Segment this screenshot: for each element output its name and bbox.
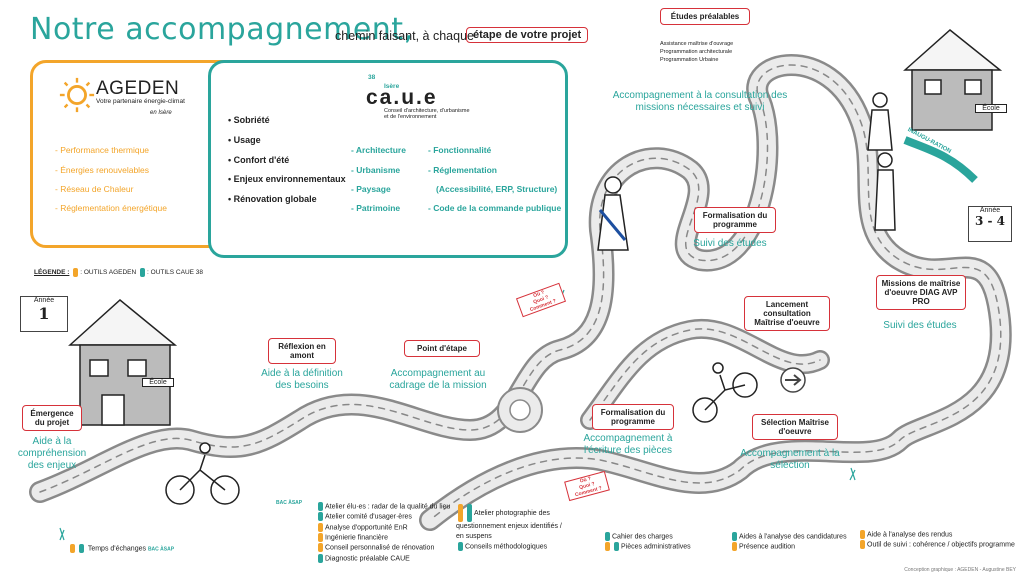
step-etudes-item: Programmation architecturale bbox=[660, 49, 733, 55]
step-missions-desc: Suivi des études bbox=[883, 320, 957, 331]
ageden-dot-icon bbox=[73, 268, 79, 277]
etape-label: étape de votre projet bbox=[466, 27, 589, 43]
step-selection-desc: Accompagnement à la sélection bbox=[740, 448, 840, 471]
tool-item: Présence audition bbox=[730, 542, 847, 552]
step-point-desc: Accompagnement au cadrage de la mission bbox=[389, 368, 487, 391]
credit: Conception graphique : AGEDEN - Augustin… bbox=[904, 567, 1016, 573]
tools-group-3: Cahier des charges Pièces administrative… bbox=[603, 532, 691, 553]
annee-34-badge: Année 3 - 4 bbox=[968, 206, 1012, 242]
legend-ageden: : OUTILS AGEDEN bbox=[80, 269, 137, 277]
tools-group-5: Aide à l'analyse des rendus Outil de sui… bbox=[858, 530, 1015, 551]
bac-asap-logo: BAC ÀSAP bbox=[276, 500, 303, 506]
caue-subtitle: Conseil d'architecture, d'urbanisme et d… bbox=[384, 108, 470, 120]
caue-logo-text: ca.u.e bbox=[366, 86, 438, 109]
step-etudes-item: Programmation Urbaine bbox=[660, 57, 719, 63]
ageden-dot-icon bbox=[70, 544, 75, 553]
step-reflexion-desc: Aide à la définition des besoins bbox=[261, 368, 343, 391]
ageden-sun-logo-icon bbox=[59, 77, 95, 113]
ecole-label-right: École bbox=[975, 104, 1007, 113]
inauguration-banner-icon bbox=[903, 136, 978, 183]
legend-caue: : OUTILS CAUE 38 bbox=[147, 269, 204, 277]
step-etudes-desc: Accompagnement à la consultation des mis… bbox=[612, 90, 788, 113]
common-item: Enjeux environnementaux bbox=[228, 174, 346, 184]
tools-group-4: Aides à l'analyse des candidatures Prése… bbox=[730, 532, 847, 553]
page-title: Notre accompagnement, bbox=[30, 12, 414, 47]
caue-dot-icon bbox=[79, 544, 84, 553]
caue-col1-item: Patrimoine bbox=[351, 203, 400, 213]
arrow-sign-icon bbox=[780, 367, 806, 393]
tool-item: Aide à l'analyse des rendus bbox=[858, 530, 1015, 540]
legend: LÉGENDE : : OUTILS AGEDEN : OUTILS CAUE … bbox=[34, 268, 203, 277]
caue-col2-item: Réglementation bbox=[428, 165, 497, 175]
caue-col2-item: (Accessibilité, ERP, Structure) bbox=[436, 184, 558, 194]
cyclist-1-icon bbox=[165, 442, 240, 505]
common-item: Usage bbox=[228, 135, 261, 145]
step-emergence-desc: Aide à la compréhension des enjeux bbox=[17, 436, 87, 471]
ageden-item: Énergies renouvelables bbox=[55, 165, 149, 175]
ageden-item: Performance thermique bbox=[55, 145, 149, 155]
step-etudes: Études préalables bbox=[660, 8, 750, 25]
mayor-figure-icon bbox=[597, 176, 629, 251]
annee-34-label: Année bbox=[979, 207, 1001, 214]
caue-col1-item: Architecture bbox=[351, 145, 406, 155]
caue-isere: Isère bbox=[384, 83, 400, 90]
step-reflexion: Réflexion en amont bbox=[268, 338, 336, 364]
step-formalisation-1: Formalisation du programme bbox=[592, 404, 674, 430]
ecole-label-left: École bbox=[142, 378, 174, 387]
step-etudes-list: Assistance maîtrise d'ouvrage Programmat… bbox=[660, 40, 733, 64]
tool-item: Diagnostic préalable CAUE bbox=[316, 553, 450, 564]
ageden-item: Réseau de Chaleur bbox=[55, 184, 133, 194]
step-selection: Sélection Maîtrise d'oeuvre bbox=[752, 414, 838, 440]
step-formalisation-1-desc: Accompagnement à l'écriture des pièces bbox=[583, 433, 673, 456]
ageden-name: AGEDEN bbox=[96, 78, 180, 99]
caue-dot-icon bbox=[140, 268, 146, 277]
tool-item: Pièces administratives bbox=[603, 542, 691, 552]
tool-item: Atelier comité d'usager·ères bbox=[316, 512, 450, 522]
ageden-isere: en Isère bbox=[150, 110, 172, 116]
tool-item: Cahier des charges bbox=[603, 532, 691, 542]
common-item: Confort d'été bbox=[228, 155, 290, 165]
annee-1-label: Année bbox=[33, 297, 55, 304]
house-right-icon bbox=[903, 29, 1003, 131]
tools-group-2: Atelier photographie des questionnement … bbox=[456, 504, 562, 552]
step-missions: Missions de maîtrise d'oeuvre DIAG AVP P… bbox=[876, 275, 966, 310]
ageden-item: Réglementation énergétique bbox=[55, 203, 167, 213]
annee-34-value: 3 - 4 bbox=[974, 214, 1006, 228]
tool-item: Atelier élu·es : radar de la qualité du … bbox=[316, 502, 450, 512]
step-point: Point d'étape bbox=[404, 340, 480, 357]
tool-temps-text: Temps d'échanges bbox=[87, 545, 146, 553]
inauguration-people-icon bbox=[867, 92, 896, 231]
roundabout-icon bbox=[497, 387, 543, 433]
house-left-icon bbox=[68, 299, 178, 426]
tool-item: Conseils méthodologiques bbox=[456, 542, 562, 552]
ageden-tagline: Votre partenaire énergie-climat bbox=[96, 98, 185, 105]
page-subtitle: chemin faisant, à chaque bbox=[335, 29, 474, 43]
tool-item: Ingénierie financière bbox=[316, 533, 450, 543]
caue-number: 38 bbox=[368, 74, 376, 81]
cyclist-2-icon bbox=[692, 362, 758, 423]
step-formalisation-2-desc: Suivi des études bbox=[693, 238, 767, 249]
legend-title: LÉGENDE : bbox=[34, 269, 70, 277]
tool-temps: Temps d'échanges BAC ÀSAP bbox=[68, 544, 174, 554]
tool-item: Aides à l'analyse des candidatures bbox=[730, 532, 847, 542]
annee-1-badge: Année 1 bbox=[20, 296, 68, 332]
step-etudes-item: Assistance maîtrise d'ouvrage bbox=[660, 41, 734, 47]
common-item: Sobriété bbox=[228, 115, 270, 125]
caue-col2-item: Code de la commande publique bbox=[428, 203, 561, 213]
step-lancement: Lancement consultation Maîtrise d'oeuvre bbox=[744, 296, 830, 331]
caue-col1-item: Paysage bbox=[351, 184, 391, 194]
caue-col2-item: Fonctionnalité bbox=[428, 145, 491, 155]
annee-1-value: 1 bbox=[38, 304, 50, 323]
common-item: Rénovation globale bbox=[228, 194, 317, 204]
step-formalisation-2: Formalisation du programme bbox=[694, 207, 776, 233]
step-emergence: Émergence du projet bbox=[22, 405, 82, 431]
tools-group-1: Atelier élu·es : radar de la qualité du … bbox=[316, 502, 450, 564]
tool-item: Conseil personnalisé de rénovation bbox=[316, 543, 450, 553]
tool-item: Analyse d'opportunité EnR bbox=[316, 522, 450, 533]
bac-asap-logo: BAC ÀSAP bbox=[147, 546, 175, 553]
tool-item: Atelier photographie des questionnement … bbox=[456, 504, 562, 542]
tool-item: Outil de suivi : cohérence / objectifs p… bbox=[858, 540, 1015, 550]
caue-col1-item: Urbanisme bbox=[351, 165, 400, 175]
